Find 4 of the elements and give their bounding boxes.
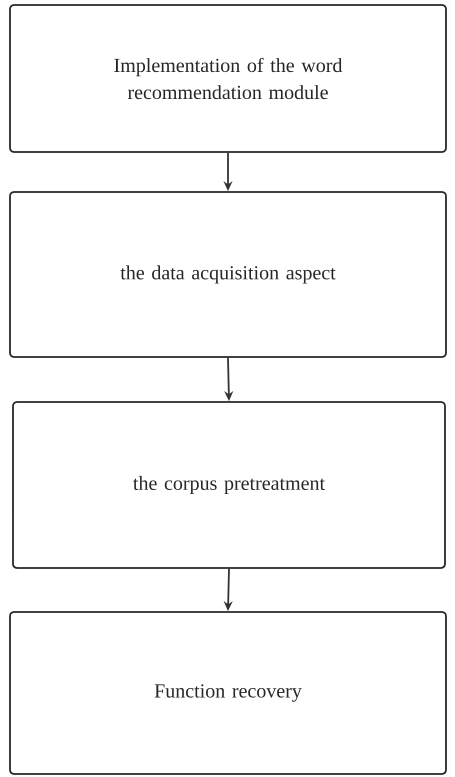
process-box: Implementation of the word recommendation module	[9, 4, 447, 153]
process-box: Function recovery	[9, 611, 447, 775]
process-box: the corpus pretreatment	[12, 401, 446, 569]
process-box: the data acquisition aspect	[9, 191, 447, 358]
